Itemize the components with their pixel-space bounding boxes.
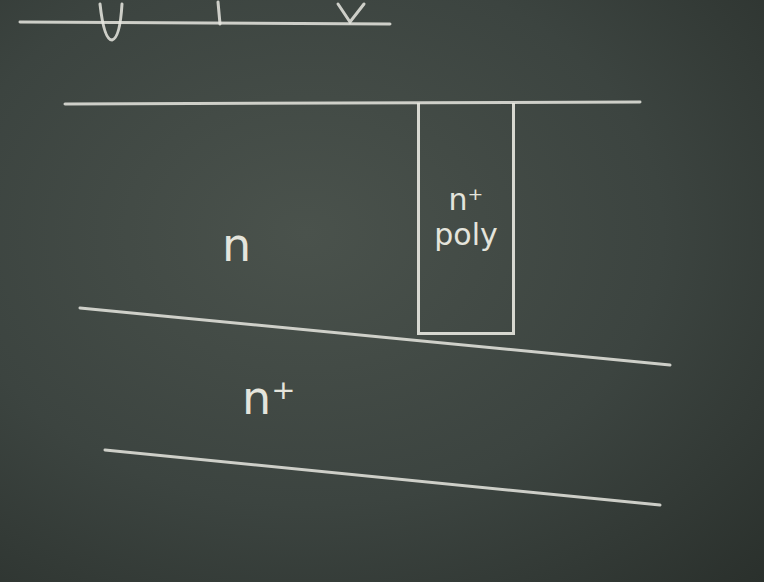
region-label: n⁺ [242, 375, 295, 421]
junction-line [80, 308, 670, 365]
chalk-scribble [100, 4, 122, 40]
chalk-scribble [218, 2, 220, 24]
surface-line [65, 102, 640, 104]
chalk-line [20, 22, 390, 24]
bottom-line [105, 450, 660, 505]
chalk-scribble [338, 4, 364, 22]
poly-plug-box: n⁺ poly [417, 103, 515, 335]
region-label: n⁺ poly [431, 183, 501, 252]
region-label: n [222, 222, 251, 268]
